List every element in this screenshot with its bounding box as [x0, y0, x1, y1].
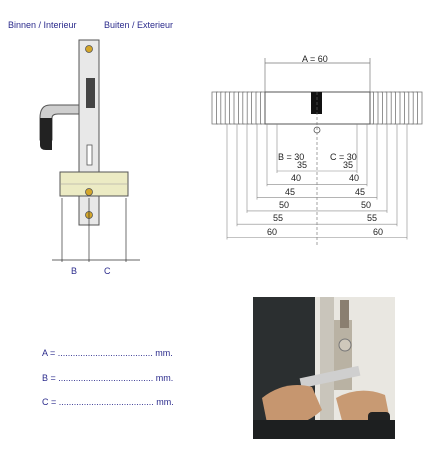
- label-c30: C = 30: [330, 152, 357, 162]
- label-inside: Binnen / Interieur: [8, 20, 77, 30]
- label-a60: A = 60: [302, 54, 328, 64]
- label-outside: Buiten / Exterieur: [104, 20, 174, 30]
- size-label-right: 60: [373, 226, 384, 237]
- keyhole-slot: [86, 144, 93, 166]
- size-label-right: 40: [349, 173, 360, 184]
- label-b: B: [71, 266, 78, 276]
- size-label-left: 50: [279, 199, 290, 210]
- form-field-a[interactable]: A = ....................................…: [42, 348, 173, 358]
- size-label-right: 55: [367, 213, 378, 224]
- lock-plate: [78, 39, 100, 226]
- form-field-b[interactable]: B = ....................................…: [42, 373, 174, 383]
- handle-grip: [40, 118, 52, 150]
- size-label-right: 50: [361, 199, 372, 210]
- label-c: C: [104, 266, 111, 276]
- size-label-left: 40: [291, 173, 302, 184]
- size-label-left: 45: [285, 186, 296, 197]
- size-label-left: 60: [267, 226, 278, 237]
- form-field-c[interactable]: C = ....................................…: [42, 397, 174, 407]
- size-label-left: 35: [297, 160, 308, 170]
- size-label-right: 35: [343, 160, 354, 170]
- cylinder-screw: [85, 188, 93, 196]
- label-b30: B = 30: [278, 152, 305, 162]
- size-label-left: 55: [273, 213, 284, 224]
- size-label-right: 45: [355, 186, 366, 197]
- latch: [86, 78, 95, 108]
- plate-screw-top: [85, 45, 93, 53]
